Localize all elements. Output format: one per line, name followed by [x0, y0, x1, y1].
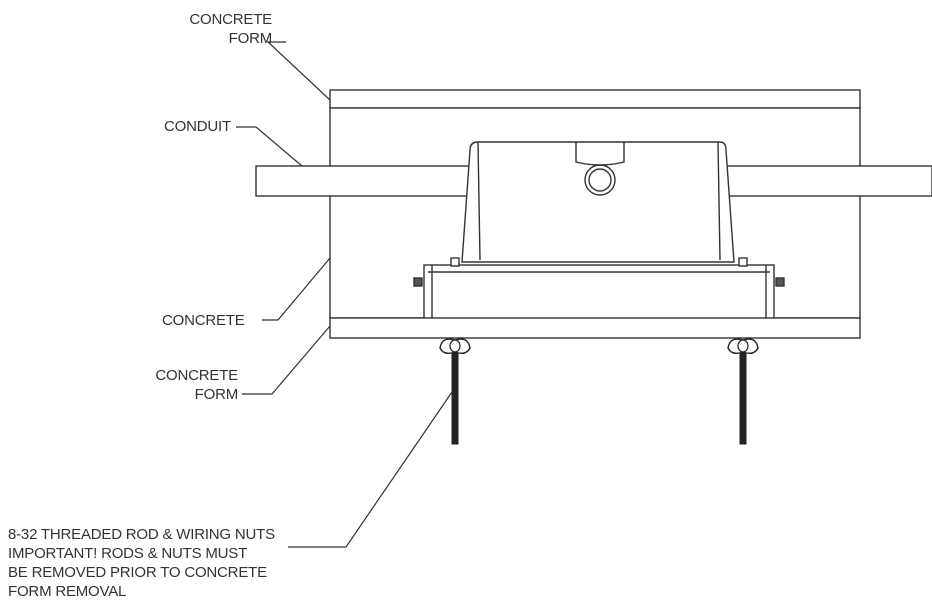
screw-right	[738, 257, 748, 267]
mounting-plate	[423, 264, 775, 321]
leader-concrete-form-bottom	[242, 325, 331, 395]
concrete-form-bottom	[329, 317, 861, 339]
side-pin-right	[775, 277, 785, 287]
label-concrete-form-bottom: CONCRETE FORM	[155, 367, 238, 403]
concrete-form-top	[329, 89, 861, 109]
leader-concrete-form-top	[266, 41, 331, 101]
label-conduit: CONDUIT	[164, 118, 231, 135]
fixture-housing	[461, 141, 735, 263]
screw-left	[450, 257, 460, 267]
label-concrete: CONCRETE	[162, 312, 245, 329]
label-concrete-form-top: CONCRETE FORM	[189, 11, 272, 47]
threaded-rod-note: 8-32 THREADED ROD & WIRING NUTS IMPORTAN…	[8, 526, 275, 600]
threaded-rod-right	[727, 338, 759, 445]
knockout-inner	[588, 168, 612, 192]
leader-concrete	[262, 257, 331, 321]
side-pin-left	[413, 277, 423, 287]
threaded-rod-left	[439, 338, 471, 445]
leader-threaded-rod	[288, 391, 453, 548]
leader-conduit	[236, 126, 303, 167]
